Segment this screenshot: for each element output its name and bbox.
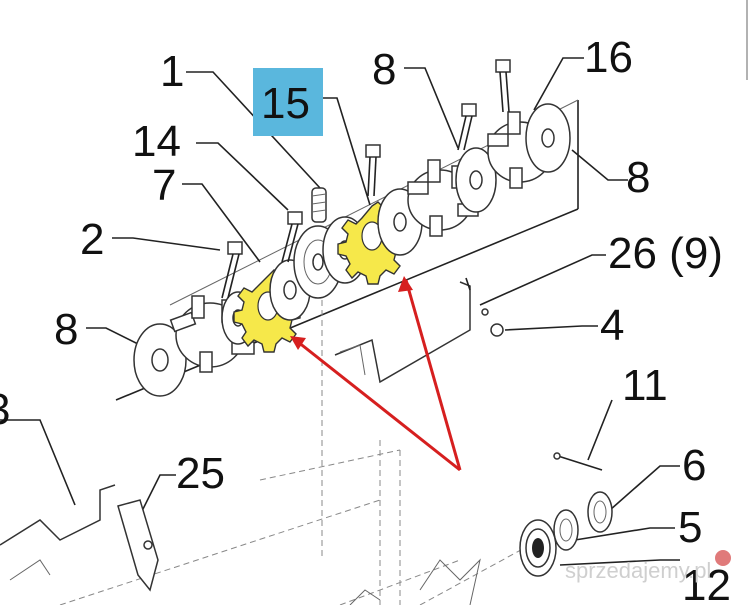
- bolt-15: [365, 144, 381, 197]
- frame-dashed-lines: [59, 300, 531, 605]
- nut-4: [481, 308, 504, 337]
- watermark-dot-icon: [715, 550, 731, 566]
- bracket-3: [0, 484, 116, 581]
- callout-15: 15: [261, 79, 310, 128]
- bracket-26: [334, 277, 471, 384]
- callout-8-right: 8: [626, 153, 650, 202]
- washer-6: [587, 491, 613, 533]
- callout-3: 3: [0, 385, 10, 434]
- callout-1: 1: [160, 47, 184, 96]
- pin-11: [553, 452, 603, 471]
- arrow-to-left-sprocket: [292, 336, 461, 472]
- callout-8-left: 8: [54, 305, 78, 354]
- lever-25: [117, 499, 159, 592]
- callout-4: 4: [600, 301, 624, 350]
- arrowhead-left: [290, 336, 306, 350]
- washer-8-left: [133, 323, 187, 397]
- callout-25: 25: [176, 449, 225, 498]
- callout-8-top: 8: [372, 45, 396, 94]
- callout-26: 26 (9): [608, 229, 723, 278]
- bolt-8: [457, 103, 477, 151]
- arrow-to-right-sprocket: [404, 279, 462, 471]
- callout-5: 5: [678, 503, 702, 552]
- lower-structure: [349, 558, 481, 605]
- bolt-16: [495, 59, 511, 113]
- callout-12: 12: [682, 561, 731, 605]
- bearing-12: [519, 519, 557, 577]
- callout-16: 16: [584, 33, 633, 82]
- red-arrows: [290, 276, 462, 472]
- leader-lines: [0, 57, 680, 566]
- watermark: sprzedajemy.pl: [565, 550, 731, 583]
- arrowhead-right: [398, 276, 413, 292]
- highlight-box-15: [253, 68, 323, 136]
- callout-11: 11: [622, 361, 668, 410]
- paddle-wheel-end: [487, 103, 571, 189]
- watermark-text: sprzedajemy.pl: [565, 558, 711, 583]
- bolt-14: [281, 211, 303, 263]
- callout-14: 14: [132, 117, 181, 166]
- callout-2: 2: [80, 215, 104, 264]
- bolt-2: [221, 241, 243, 299]
- callout-6: 6: [682, 441, 706, 490]
- washer-8-top: [455, 147, 497, 213]
- callout-7: 7: [152, 161, 176, 210]
- spring-1: [311, 187, 327, 223]
- washer-5: [553, 509, 579, 551]
